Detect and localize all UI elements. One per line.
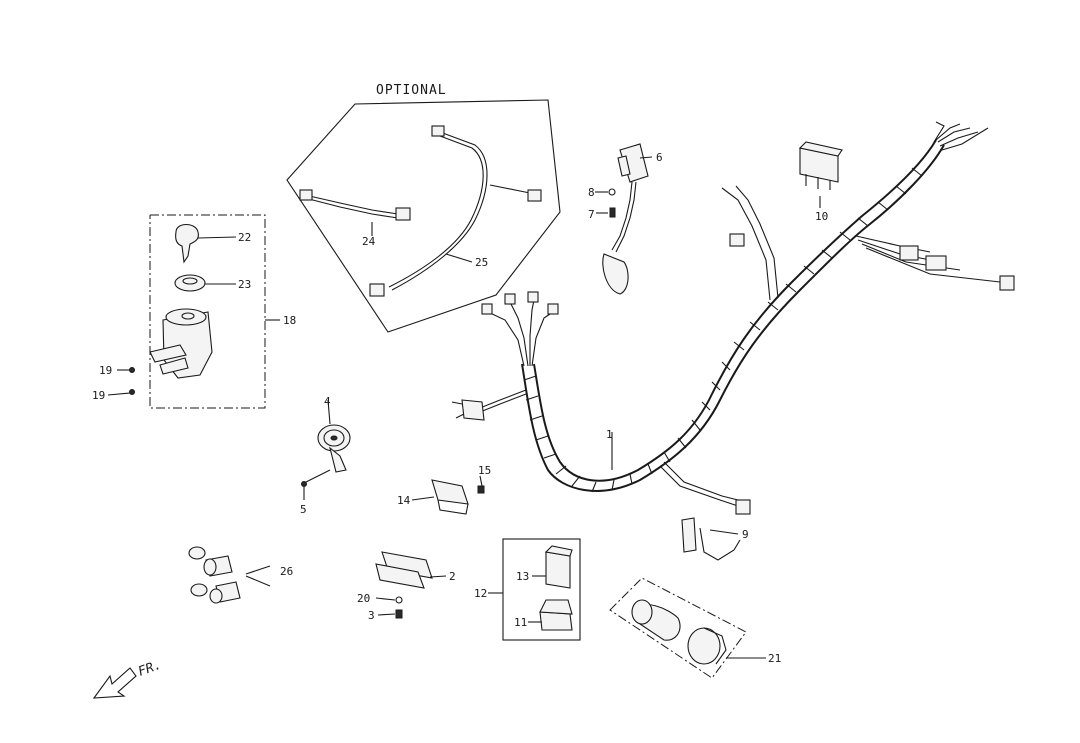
connector-24-right [395,207,411,221]
callout-8: 8 [588,186,595,199]
callout-14: 14 [397,494,411,507]
washer-20 [395,596,403,604]
washer-8 [608,188,616,196]
callout-23: 23 [238,278,251,291]
connector-25-right [527,189,542,202]
callout-12: 12 [474,587,487,600]
screw-15 [477,485,485,494]
bolt-3 [395,609,403,619]
bulbs-group [188,546,271,604]
horn-group [301,399,351,500]
spark-plug-cap [602,253,629,295]
callout-24: 24 [362,235,376,248]
connector-9 [681,517,697,553]
callout-19b: 19 [92,389,105,402]
callout-13: 13 [516,570,529,583]
callout-18: 18 [283,314,296,327]
main-harness-1 [451,121,1015,561]
front-direction-arrow: FR. [92,658,163,699]
ignition-coil-group [595,143,653,295]
callout-1: 1 [606,428,613,441]
callout-19a: 19 [99,364,112,377]
cdi-unit-13 [545,551,571,589]
bushing-23 [174,274,206,292]
part-21-group [609,577,766,679]
callout-5: 5 [300,503,307,516]
bolt-7 [609,207,616,218]
callout-3: 3 [368,609,375,622]
ignition-switch-group [107,214,280,409]
connector-left [461,399,485,421]
callout-10: 10 [815,210,828,223]
screw-19b [129,389,135,395]
connector-25-bottom [369,283,385,297]
callout-6: 6 [656,151,663,164]
direction-label: FR. [136,658,163,680]
connector-25-top [431,125,445,137]
callout-7: 7 [588,208,595,221]
part-2-group [375,551,447,619]
rubber-cover-2 [381,551,433,579]
connector-24-left [299,189,313,201]
callout-22: 22 [238,231,251,244]
callout-21: 21 [768,652,781,665]
callout-11: 11 [514,616,527,629]
optional-group: OPTIONAL [286,83,561,333]
callout-4: 4 [324,395,331,408]
callouts: 1 2 3 4 5 6 7 8 9 10 11 12 13 14 15 18 1… [92,151,828,665]
arrow-icon [92,667,137,699]
callout-9: 9 [742,528,749,541]
relay-14-group [411,475,485,515]
callout-15: 15 [478,464,491,477]
screw-19a [129,367,135,373]
screw-5 [301,481,307,487]
relay-10-group [798,141,843,208]
optional-label: OPTIONAL [376,83,447,98]
callout-25: 25 [475,256,488,269]
callout-26: 26 [280,565,293,578]
callout-2: 2 [449,570,456,583]
key-icon [175,223,199,264]
regulator-11 [539,611,573,631]
cdi-regulator-group [488,538,581,641]
callout-20: 20 [357,592,370,605]
relay-14 [431,479,469,505]
